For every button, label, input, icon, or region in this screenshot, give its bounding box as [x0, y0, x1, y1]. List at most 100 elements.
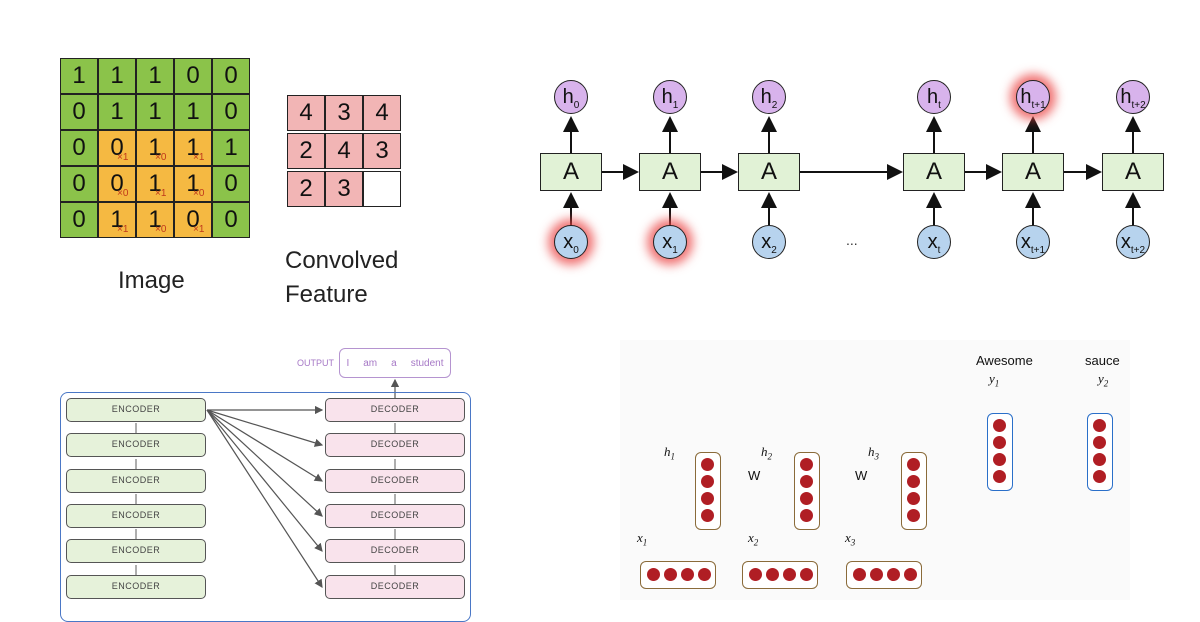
- input-embedding-row: [742, 561, 818, 589]
- hidden-state-node: ht+1: [1016, 80, 1050, 114]
- input-label: x: [563, 231, 574, 253]
- encoder-block: ENCODER: [66, 433, 206, 457]
- feature-caption-line1: Convolved: [285, 247, 399, 274]
- hidden-state-node: h1: [653, 80, 687, 114]
- encoder-hidden-column: [901, 452, 927, 530]
- hidden-label: h1: [664, 444, 675, 462]
- image-cell: 0: [212, 166, 250, 202]
- kernel-weight: ×1: [117, 152, 129, 163]
- rnn-cell: A: [1102, 153, 1164, 191]
- hidden-state-label: h: [1020, 86, 1032, 108]
- hidden-state-node: h0: [554, 80, 588, 114]
- neuron: [887, 568, 900, 581]
- image-cell: 0: [212, 58, 250, 94]
- image-cell: 1×0: [174, 166, 212, 202]
- neuron: [853, 568, 866, 581]
- decoder-block: DECODER: [325, 398, 465, 422]
- neuron: [870, 568, 883, 581]
- feature-cell: 2: [287, 171, 325, 207]
- feature-cell: [363, 171, 401, 207]
- image-cell: 1×1: [98, 202, 136, 238]
- hidden-state-label: h: [1120, 86, 1132, 108]
- kernel-weight: ×0: [117, 188, 129, 199]
- rnn-ellipsis: ...: [846, 232, 858, 248]
- input-node: xt+2: [1116, 225, 1150, 259]
- encoder-to-decoder-arrow: [206, 409, 323, 517]
- neuron: [907, 475, 920, 488]
- rnn-cell: A: [1002, 153, 1064, 191]
- input-var-label-var: x: [637, 530, 643, 545]
- kernel-weight: ×0: [155, 152, 167, 163]
- input-node: x2: [752, 225, 786, 259]
- hidden-state-subscript: t+1: [1031, 100, 1046, 111]
- neuron: [907, 458, 920, 471]
- output-label: OUTPUT: [297, 358, 334, 368]
- output-var-label-var: y: [989, 371, 995, 386]
- output-word: student: [410, 357, 444, 369]
- rnn-cell: A: [639, 153, 701, 191]
- feature-cell: 3: [325, 171, 363, 207]
- image-cell: 1×0: [136, 130, 174, 166]
- hidden-state-subscript: 1: [672, 100, 679, 111]
- image-cell: 1: [98, 94, 136, 130]
- hidden-label: h3: [868, 444, 879, 462]
- feature-cell: 3: [325, 95, 363, 131]
- image-cell: 0: [60, 166, 98, 202]
- image-cell: 1×1: [136, 166, 174, 202]
- hidden-label-sub: 3: [874, 451, 880, 462]
- input-var-label: x1: [637, 530, 647, 548]
- image-cell: 0×1: [174, 202, 212, 238]
- output-word: Awesome: [976, 353, 1033, 368]
- hidden-state-subscript: 2: [771, 100, 778, 111]
- encoder-block: ENCODER: [66, 575, 206, 599]
- feature-cell: 4: [325, 133, 363, 169]
- neuron: [701, 509, 714, 522]
- hidden-state-node: ht: [917, 80, 951, 114]
- neuron: [698, 568, 711, 581]
- neuron: [993, 419, 1006, 432]
- decoder-block: DECODER: [325, 539, 465, 563]
- hidden-state-label: h: [661, 86, 673, 108]
- image-cell: 1: [98, 58, 136, 94]
- neuron: [993, 436, 1006, 449]
- hidden-label-var: h: [761, 444, 768, 459]
- rnn-cell: A: [738, 153, 800, 191]
- kernel-weight: ×0: [193, 188, 205, 199]
- neuron: [800, 492, 813, 505]
- hidden-label-sub: 1: [670, 451, 676, 462]
- input-var-label-sub: 2: [753, 537, 759, 548]
- hidden-label-var: h: [868, 444, 875, 459]
- input-subscript: t: [937, 245, 941, 256]
- image-cell: 1: [136, 94, 174, 130]
- encoder-block: ENCODER: [66, 504, 206, 528]
- output-word: sauce: [1085, 353, 1120, 368]
- neuron: [664, 568, 677, 581]
- image-cell: 1: [60, 58, 98, 94]
- image-cell: 1×0: [136, 202, 174, 238]
- feature-caption-line2: Feature: [285, 281, 368, 308]
- hidden-state-node: h2: [752, 80, 786, 114]
- input-node: xt: [917, 225, 951, 259]
- output-var-label: y2: [1098, 371, 1108, 389]
- hidden-state-subscript: t+2: [1131, 100, 1146, 111]
- output-word: am: [363, 357, 378, 369]
- input-var-label-sub: 3: [850, 537, 856, 548]
- image-cell: 0: [60, 94, 98, 130]
- encoder-hidden-column: [695, 452, 721, 530]
- encoder-to-decoder-arrow: [206, 409, 324, 482]
- encoder-to-decoder-arrow: [206, 409, 323, 589]
- decoder-hidden-column: [987, 413, 1013, 491]
- weight-label: W: [748, 468, 761, 483]
- neuron: [907, 509, 920, 522]
- kernel-weight: ×1: [193, 152, 205, 163]
- input-label: x: [1020, 231, 1031, 253]
- input-embedding-row: [640, 561, 716, 589]
- input-subscript: 1: [672, 245, 678, 256]
- input-label: x: [662, 231, 673, 253]
- neuron: [993, 470, 1006, 483]
- input-subscript: 0: [573, 245, 579, 256]
- image-cell: 0: [60, 130, 98, 166]
- input-node: x1: [653, 225, 687, 259]
- weight-label: W: [855, 468, 868, 483]
- hidden-state-label: h: [760, 86, 772, 108]
